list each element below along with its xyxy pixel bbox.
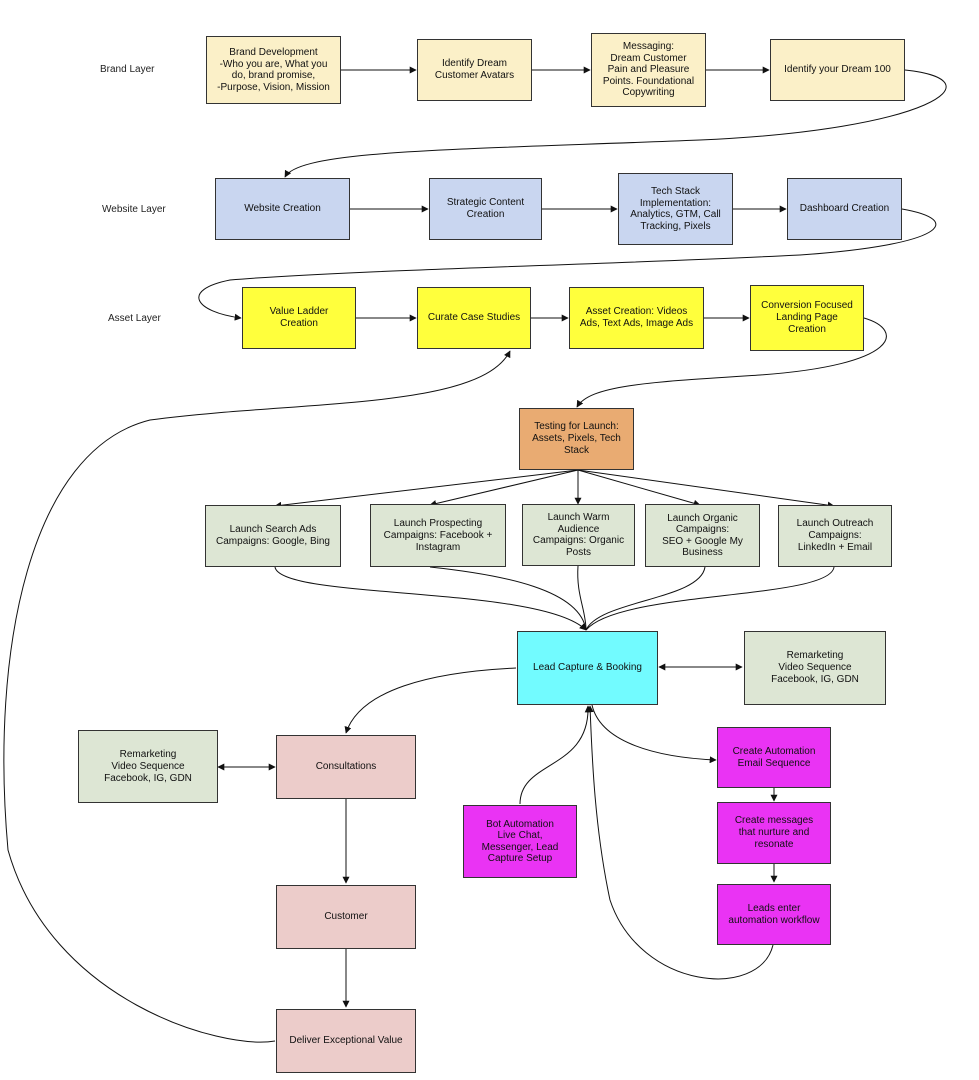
deliver-value-node[interactable]: Deliver Exceptional Value xyxy=(276,1009,416,1073)
case-studies-node[interactable]: Curate Case Studies xyxy=(417,287,531,349)
website-layer-label: Website Layer xyxy=(102,204,166,215)
brand-development-node[interactable]: Brand Development -Who you are, What you… xyxy=(206,36,341,104)
nurture-messages-node[interactable]: Create messages that nurture and resonat… xyxy=(717,802,831,864)
messaging-node[interactable]: Messaging: Dream Customer Pain and Pleas… xyxy=(591,33,706,107)
edge-testing-to-prospecting xyxy=(429,469,579,507)
edge-leadcapture-to-consultations xyxy=(344,667,517,734)
edge-outreach-to-leadcapture xyxy=(585,566,835,631)
automation-workflow-node[interactable]: Leads enter automation workflow xyxy=(717,884,831,945)
website-creation-node[interactable]: Website Creation xyxy=(215,178,350,240)
value-ladder-node[interactable]: Value Ladder Creation xyxy=(242,287,356,349)
edge-landingpage-to-testing xyxy=(576,317,887,408)
edge-organic-to-leadcapture xyxy=(585,566,706,631)
edge-dashboard-to-valueladder xyxy=(198,208,937,321)
remarketing-right-node[interactable]: Remarketing Video Sequence Facebook, IG,… xyxy=(744,631,886,705)
edge-leadcapture-to-email xyxy=(591,704,717,764)
organic-campaigns-node[interactable]: Launch Organic Campaigns: SEO + Google M… xyxy=(645,504,760,567)
warm-audience-node[interactable]: Launch Warm Audience Campaigns: Organic … xyxy=(522,504,635,566)
edge-dream100-to-website xyxy=(284,69,947,178)
brand-layer-label: Brand Layer xyxy=(100,64,155,75)
asset-creation-node[interactable]: Asset Creation: Videos Ads, Text Ads, Im… xyxy=(569,287,704,349)
bot-automation-node[interactable]: Bot Automation Live Chat, Messenger, Lea… xyxy=(463,805,577,878)
tech-stack-node[interactable]: Tech Stack Implementation: Analytics, GT… xyxy=(618,173,733,245)
identify-avatars-node[interactable]: Identify Dream Customer Avatars xyxy=(417,39,532,101)
prospecting-node[interactable]: Launch Prospecting Campaigns: Facebook +… xyxy=(370,504,506,567)
edge-bot-to-leadcapture xyxy=(519,705,592,805)
edge-testing-to-organic xyxy=(577,469,701,507)
edge-prospecting-to-leadcapture xyxy=(429,566,587,631)
testing-for-launch-node[interactable]: Testing for Launch: Assets, Pixels, Tech… xyxy=(519,408,634,470)
consultations-node[interactable]: Consultations xyxy=(276,735,416,799)
dream-100-node[interactable]: Identify your Dream 100 xyxy=(770,39,905,101)
strategic-content-node[interactable]: Strategic Content Creation xyxy=(429,178,542,240)
asset-layer-label: Asset Layer xyxy=(108,313,161,324)
edge-search-to-leadcapture xyxy=(274,566,587,631)
edge-workflow-to-leadcapture xyxy=(586,705,774,980)
edge-testing-to-search xyxy=(274,469,579,509)
outreach-node[interactable]: Launch Outreach Campaigns: LinkedIn + Em… xyxy=(778,505,892,567)
lead-capture-node[interactable]: Lead Capture & Booking xyxy=(517,631,658,705)
email-sequence-node[interactable]: Create Automation Email Sequence xyxy=(717,727,831,788)
remarketing-left-node[interactable]: Remarketing Video Sequence Facebook, IG,… xyxy=(78,730,218,803)
search-ads-node[interactable]: Launch Search Ads Campaigns: Google, Bin… xyxy=(205,505,341,567)
dashboard-creation-node[interactable]: Dashboard Creation xyxy=(787,178,902,240)
edge-warm-to-leadcapture xyxy=(577,565,587,631)
landing-page-node[interactable]: Conversion Focused Landing Page Creation xyxy=(750,285,864,351)
edge-testing-to-outreach xyxy=(577,469,835,509)
edge-deliver-to-casestudies xyxy=(3,350,511,1043)
customer-node[interactable]: Customer xyxy=(276,885,416,949)
